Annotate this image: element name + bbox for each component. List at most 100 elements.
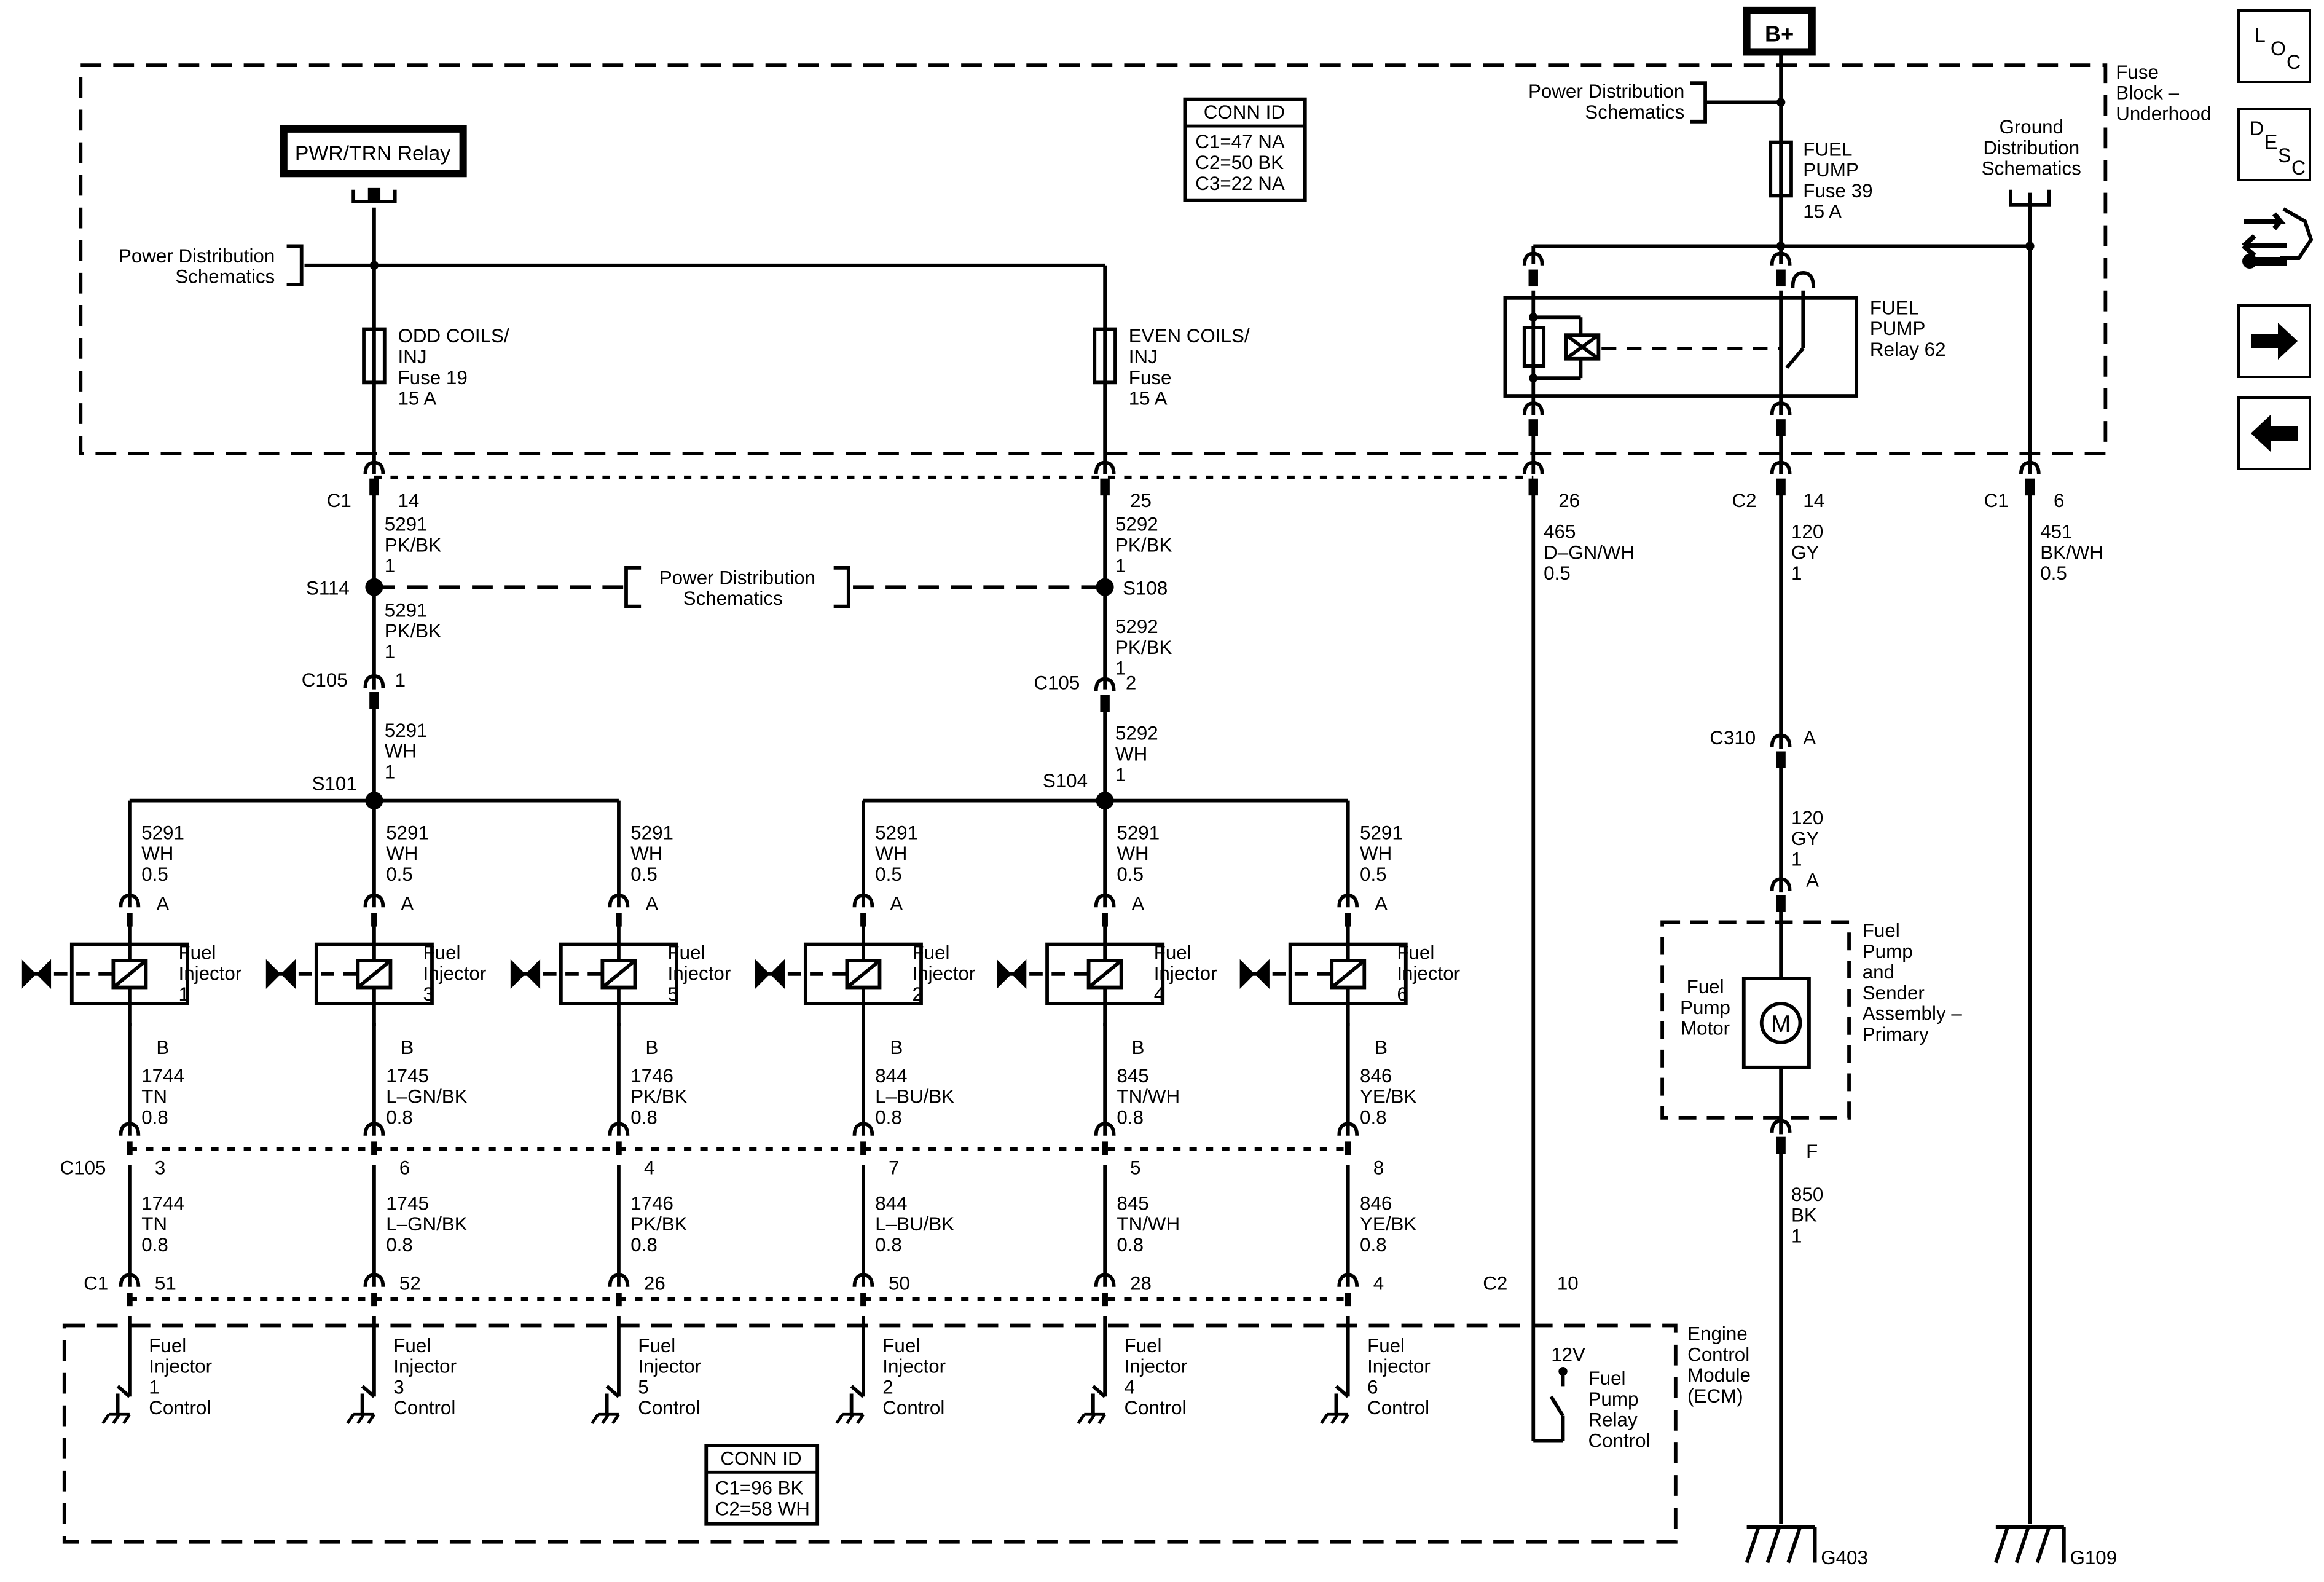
wire-color: PK/BK xyxy=(630,1213,687,1235)
svg-text:S101: S101 xyxy=(312,773,357,795)
connector-cavity xyxy=(1770,460,1792,475)
description-button[interactable]: D E S C xyxy=(2237,108,2311,181)
injector-name: Fuel xyxy=(423,942,461,964)
pin-label: 4 xyxy=(1373,1273,1384,1294)
wire-color: YE/BK xyxy=(1360,1086,1416,1108)
svg-text:14: 14 xyxy=(1803,490,1824,511)
wire-color: WH xyxy=(875,843,907,864)
wire-gauge: 0.8 xyxy=(141,1106,168,1128)
wire-circuit: 1744 xyxy=(141,1065,184,1087)
wire-gauge: 0.8 xyxy=(386,1106,413,1128)
next-page-button[interactable] xyxy=(2237,304,2311,378)
fuel-injector-1: 5291WH0.5AFuelInjector1B1744TN0.831744TN… xyxy=(21,800,241,1425)
bplus-box xyxy=(1743,6,1816,56)
pin-label: 3 xyxy=(155,1157,165,1178)
chassis-ground-icon xyxy=(1320,1412,1349,1425)
svg-text:10: 10 xyxy=(1557,1273,1579,1294)
injector-name: 5 xyxy=(668,983,678,1005)
fuel-pump-motor-icon: M xyxy=(1759,1002,1802,1044)
wire-circuit: 846 xyxy=(1360,1192,1392,1214)
pin-label: B xyxy=(156,1037,169,1058)
ecm-label: Fuel xyxy=(882,1335,920,1356)
ecm-label: 3 xyxy=(393,1376,404,1398)
tool-wrench-icon[interactable] xyxy=(2237,203,2317,277)
valve-icon xyxy=(21,959,52,989)
location-button[interactable]: L O C xyxy=(2237,9,2311,83)
wire-color: WH xyxy=(141,843,173,864)
svg-text:CONN ID: CONN ID xyxy=(1204,101,1285,123)
wire-color: WH xyxy=(1117,843,1148,864)
wire-gauge: 0.8 xyxy=(1117,1106,1144,1128)
valve-icon xyxy=(265,959,296,989)
connector-cavity xyxy=(1770,1119,1792,1133)
wire-gauge: 0.5 xyxy=(141,864,168,885)
ecm-label: 2 xyxy=(882,1376,893,1398)
pin-label: 28 xyxy=(1130,1273,1152,1294)
ecm-label: 6 xyxy=(1367,1376,1378,1398)
bracket-pds-left xyxy=(286,244,304,287)
connector-cavity xyxy=(1522,401,1544,415)
wire-color: WH xyxy=(1360,843,1392,864)
fuse-block-boundary xyxy=(79,63,2108,456)
wire-circuit: 844 xyxy=(875,1192,907,1214)
wire-color: TN/WH xyxy=(1117,1213,1180,1235)
ecm-label: Injector xyxy=(393,1356,457,1377)
wire-circuit: 5291 xyxy=(1360,822,1403,843)
wire-gauge: 0.8 xyxy=(1117,1234,1144,1256)
wire-circuit: 1745 xyxy=(386,1065,429,1087)
connector-cavity xyxy=(1770,401,1792,415)
chassis-ground-icon xyxy=(835,1412,865,1425)
wire-circuit: 845 xyxy=(1117,1192,1148,1214)
svg-text:CONN ID: CONN ID xyxy=(720,1447,801,1469)
wire-circuit: 5291 xyxy=(1117,822,1160,843)
ecm-label: Control xyxy=(149,1397,211,1419)
svg-text:25: 25 xyxy=(1130,490,1152,511)
wire-circuit: 1744 xyxy=(141,1192,184,1214)
wire-color: WH xyxy=(630,843,662,864)
ecm-label: Fuel xyxy=(149,1335,186,1356)
ecm-label: Control xyxy=(882,1397,944,1419)
pin-label: 4 xyxy=(644,1157,654,1178)
wire-gauge: 0.5 xyxy=(386,864,413,885)
injector-name: 3 xyxy=(423,983,434,1005)
fuel-injector-3: 5291WH0.5AFuelInjector3B1745L–GN/BK0.861… xyxy=(265,800,486,1425)
valve-icon xyxy=(510,959,541,989)
ecm-label: Injector xyxy=(638,1356,701,1377)
pwr-trn-relay-label: PWR/TRN Relay xyxy=(295,142,450,165)
bracket-pds-top xyxy=(1690,81,1707,124)
wire-color: WH xyxy=(386,843,418,864)
ecm-label: Control xyxy=(1367,1397,1429,1419)
connector-cavity xyxy=(1094,677,1116,691)
svg-text:G403: G403 xyxy=(1821,1547,1868,1568)
svg-text:14: 14 xyxy=(398,490,420,511)
previous-page-button[interactable] xyxy=(2237,396,2311,470)
wire-color: L–GN/BK xyxy=(386,1086,467,1108)
valve-icon xyxy=(755,959,785,989)
connector-cavity xyxy=(1522,251,1544,266)
svg-text:F: F xyxy=(1806,1141,1818,1162)
ecm-boundary xyxy=(62,1323,1678,1544)
splice-s114 xyxy=(365,578,383,596)
svg-text:G109: G109 xyxy=(2070,1547,2117,1568)
connector-cavity xyxy=(363,674,385,688)
valve-icon xyxy=(1239,959,1270,989)
wire-gauge: 0.8 xyxy=(1360,1234,1387,1256)
ecm-label: Injector xyxy=(149,1356,212,1377)
injector-name: Fuel xyxy=(913,942,950,964)
wire-circuit: 5291 xyxy=(386,822,429,843)
ground-g403-icon xyxy=(1745,1525,1817,1564)
pin-label: 5 xyxy=(1130,1157,1140,1178)
wire-color: L–GN/BK xyxy=(386,1213,467,1235)
wire-circuit: 5291 xyxy=(630,822,673,843)
injector-name: Fuel xyxy=(1154,942,1191,964)
svg-text:C1: C1 xyxy=(1984,490,2009,511)
